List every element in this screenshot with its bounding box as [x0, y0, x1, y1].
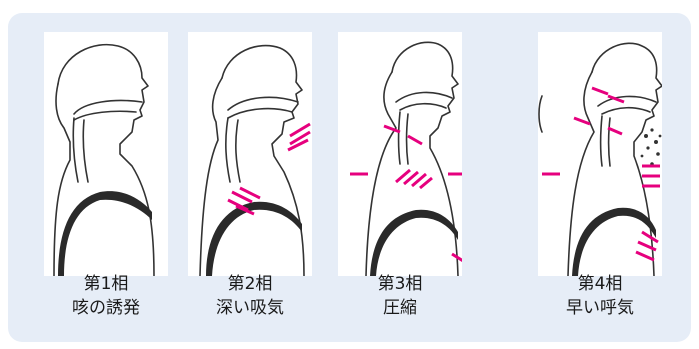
phase-2-illustration [188, 32, 312, 276]
phase-1-illustration [44, 32, 168, 276]
phase-4-desc: 早い呼気 [525, 296, 675, 320]
phase-2-desc: 深い吸気 [175, 296, 325, 320]
phase-2-caption: 第2相 深い吸気 [175, 272, 325, 320]
phase-3-illustration [338, 32, 462, 276]
phase-3-desc: 圧縮 [325, 296, 475, 320]
diagram-frame: 第1相 咳の誘発 第2相 深い吸気 第3相 圧縮 第4相 早い呼気 [8, 13, 691, 342]
phase-4-label: 第4相 [525, 272, 675, 296]
phase-2-label: 第2相 [175, 272, 325, 296]
phase-1-label: 第1相 [31, 272, 181, 296]
phase-3-caption: 第3相 圧縮 [325, 272, 475, 320]
phase-4-illustration [538, 32, 662, 276]
phase-1-caption: 第1相 咳の誘発 [31, 272, 181, 320]
phase-1-desc: 咳の誘発 [31, 296, 181, 320]
phase-4-caption: 第4相 早い呼気 [525, 272, 675, 320]
phase-3-label: 第3相 [325, 272, 475, 296]
